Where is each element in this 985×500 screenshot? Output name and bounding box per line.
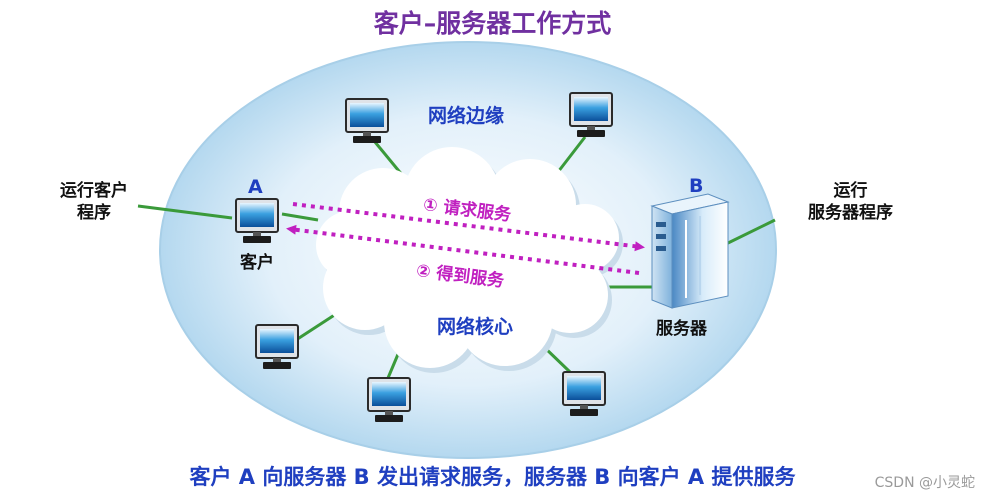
client-program-line2: 程序 (77, 203, 111, 223)
diagram-title: 客户–服务器工作方式 (373, 9, 612, 38)
client-program-label: 运行客户 程序 (60, 180, 128, 224)
server-program-line1: 运行 (833, 181, 868, 201)
network-core-cloud (316, 147, 623, 373)
network-edge-label: 网络边缘 (428, 105, 505, 127)
server-icon (650, 193, 730, 309)
client-name: 客户 (240, 253, 274, 273)
server-program-label: 运行 服务器程序 (808, 180, 893, 224)
network-core-label: 网络核心 (437, 316, 514, 338)
watermark: CSDN @小灵蛇 (874, 475, 975, 491)
server-letter: B (689, 175, 704, 197)
link-pc-top-left (373, 141, 405, 177)
link-pc-top-right (556, 136, 587, 173)
caption: 客户 A 向服务器 B 发出请求服务，服务器 B 向客户 A 提供服务 (189, 465, 796, 489)
server-program-line2: 服务器程序 (808, 203, 893, 223)
client-letter: A (248, 176, 263, 198)
server-name: 服务器 (656, 319, 707, 339)
link-pc-bottom-left (295, 312, 337, 342)
link-client (281, 212, 319, 222)
link-server-program (725, 218, 776, 246)
link-client-program (137, 204, 233, 220)
client-program-line1: 运行客户 (60, 181, 128, 201)
